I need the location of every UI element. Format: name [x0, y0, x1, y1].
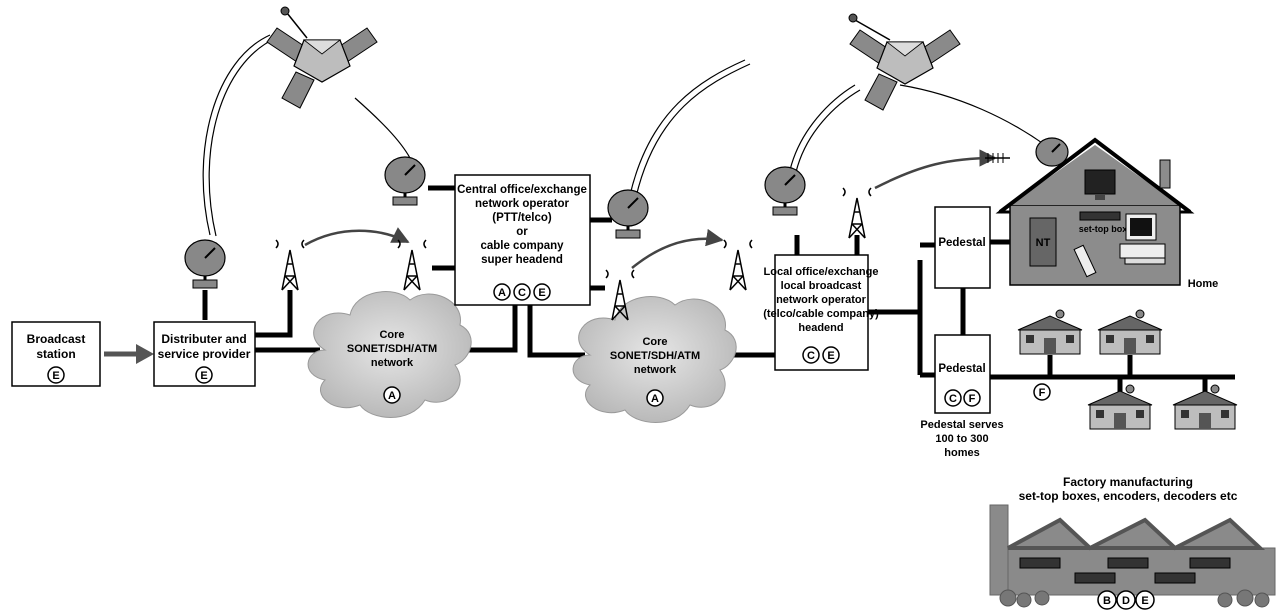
svg-text:C: C — [949, 393, 957, 405]
tower-icon — [397, 239, 427, 291]
central-label-2: network operator — [475, 198, 569, 210]
svg-text:E: E — [827, 350, 834, 362]
core2-label-3: network — [634, 364, 677, 376]
house-cluster: F — [1017, 309, 1238, 430]
core1-label-3: network — [371, 357, 414, 369]
svg-text:A: A — [651, 393, 659, 405]
central-label-6: super headend — [481, 254, 563, 266]
svg-text:100 to 300: 100 to 300 — [935, 433, 988, 445]
badge-f: F — [963, 389, 981, 407]
svg-text:A: A — [388, 390, 396, 402]
central-office-node: Central office/exchange network operator… — [454, 174, 591, 306]
pedestal-1: Pedestal — [934, 206, 991, 289]
central-label-1: Central office/exchange — [457, 184, 587, 196]
tower-icon — [275, 239, 305, 291]
core-network-cloud-1: Core SONET/SDH/ATM network A — [307, 291, 472, 418]
local-label-2: local broadcast — [781, 280, 862, 292]
house-icon — [1017, 309, 1083, 355]
badge-e: E — [533, 283, 551, 301]
house-icon — [1087, 384, 1153, 430]
badge-d: D — [1116, 590, 1136, 610]
local-label-4: (telco/cable company) — [763, 308, 879, 320]
settop-label: set-top box — [1079, 224, 1128, 234]
cable-links — [202, 185, 1235, 392]
satellite-dish-icon — [1035, 137, 1069, 167]
local-label-3: network operator — [776, 294, 867, 306]
badge-c: C — [944, 389, 962, 407]
factory-label-1: Factory manufacturing — [1063, 475, 1193, 489]
satellite-icon — [848, 13, 961, 111]
badge-e: E — [822, 346, 840, 364]
badge-c: C — [802, 346, 820, 364]
pedestal2-label: Pedestal — [938, 363, 985, 375]
satellite-dish-icon — [384, 156, 426, 206]
central-label-4: or — [516, 226, 528, 238]
home-label: Home — [1188, 278, 1219, 290]
house-icon — [1097, 309, 1163, 355]
svg-text:B: B — [1103, 595, 1111, 607]
broadcast-station-node: Broadcast station E — [11, 321, 101, 387]
tower-icon — [842, 187, 872, 239]
home-building: NT set-top box Home — [985, 137, 1219, 290]
pedestal-2: Pedestal C F — [934, 334, 991, 414]
svg-text:D: D — [1122, 595, 1130, 607]
svg-text:A: A — [498, 287, 506, 299]
distributer-label-2: service provider — [158, 347, 251, 361]
badge-e: E — [47, 366, 65, 384]
core-network-cloud-2: Core SONET/SDH/ATM network A — [572, 296, 737, 423]
badge-e: E — [195, 366, 213, 384]
core1-label-1: Core — [379, 329, 404, 341]
factory-building: Factory manufacturing set-top boxes, enc… — [989, 475, 1276, 610]
badge-b: B — [1097, 590, 1117, 610]
central-label-3: (PTT/telco) — [492, 212, 552, 224]
svg-text:C: C — [518, 287, 526, 299]
feed-arrow — [104, 344, 154, 364]
svg-text:E: E — [200, 370, 207, 382]
svg-text:homes: homes — [944, 447, 979, 459]
satellite-links — [202, 34, 1046, 237]
house-icon — [1172, 384, 1238, 430]
svg-text:C: C — [807, 350, 815, 362]
satellite-dish-icon — [184, 239, 226, 289]
svg-text:E: E — [1141, 595, 1148, 607]
svg-text:F: F — [969, 393, 976, 405]
broadcast-arrows — [304, 149, 997, 269]
satellite-dish-icon — [764, 166, 806, 216]
badge-a: A — [646, 389, 664, 407]
core2-label-2: SONET/SDH/ATM — [610, 350, 700, 362]
satellite-icon — [266, 6, 378, 109]
broadcast-label-1: Broadcast — [27, 332, 86, 346]
satellite-dish-icon — [607, 189, 649, 239]
badge-c: C — [513, 283, 531, 301]
pedestal1-label: Pedestal — [938, 237, 985, 249]
nt-label: NT — [1036, 237, 1051, 249]
core2-label-1: Core — [642, 336, 667, 348]
svg-text:F: F — [1039, 387, 1046, 399]
local-label-5: headend — [798, 322, 843, 334]
badge-a: A — [383, 386, 401, 404]
svg-text:E: E — [52, 370, 59, 382]
central-label-5: cable company — [480, 240, 564, 252]
distributer-node: Distributer and service provider E — [153, 321, 256, 387]
badge-f: F — [1033, 383, 1051, 401]
local-label-1: Local office/exchange — [764, 266, 879, 278]
broadcast-label-2: station — [36, 347, 75, 361]
svg-text:E: E — [538, 287, 545, 299]
pedestal-note: Pedestal serves 100 to 300 homes — [920, 419, 1003, 459]
local-office-node: Local office/exchange local broadcast ne… — [763, 254, 879, 371]
distributer-label-1: Distributer and — [161, 332, 246, 346]
factory-label-2: set-top boxes, encoders, decoders etc — [1019, 489, 1238, 503]
badge-e: E — [1135, 590, 1155, 610]
badge-a: A — [493, 283, 511, 301]
core1-label-2: SONET/SDH/ATM — [347, 343, 437, 355]
svg-text:Pedestal serves: Pedestal serves — [920, 419, 1003, 431]
tower-icon — [605, 269, 635, 321]
tower-icon — [723, 239, 753, 291]
